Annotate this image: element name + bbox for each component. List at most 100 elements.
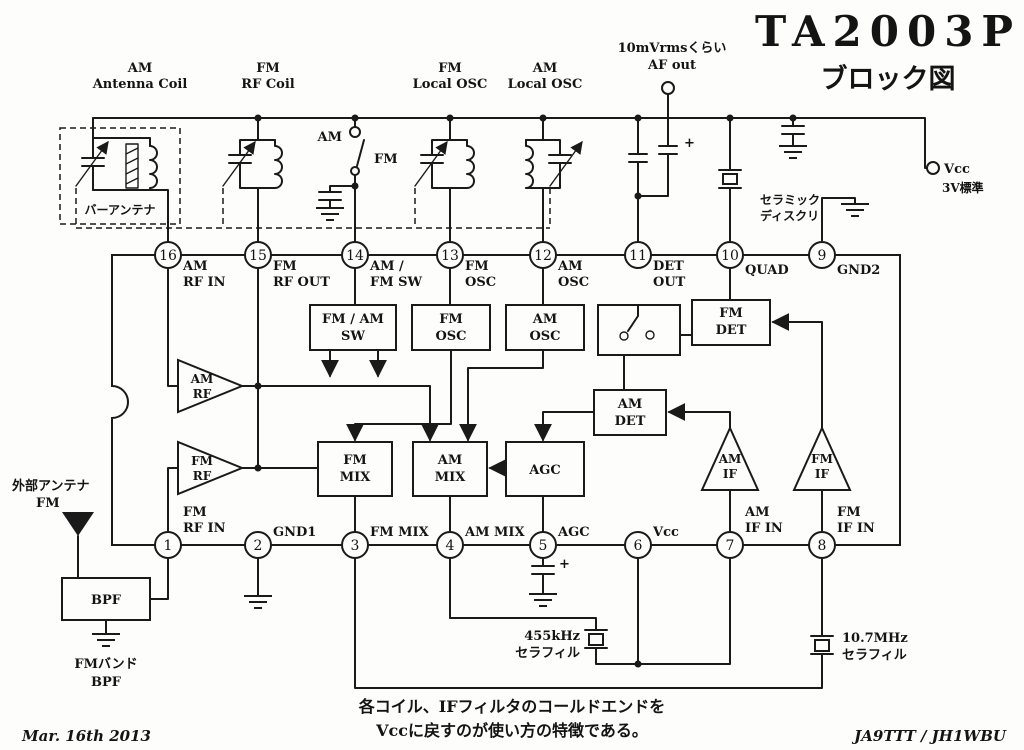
af-out-level-label: 10mVrmsくらい — [618, 41, 727, 56]
pin-6: 6 — [624, 531, 652, 559]
am-antenna-coil-circuit — [59, 117, 181, 243]
pin-13: 13 — [436, 241, 464, 269]
fm-local-osc-circuit — [420, 117, 475, 243]
pin5-label: AGC — [557, 525, 590, 540]
amp-label: AM — [190, 372, 214, 386]
pin-number: 16 — [159, 248, 177, 264]
pin2-label: GND1 — [273, 525, 316, 540]
amp-label: IF — [723, 467, 738, 481]
block-label: SW — [341, 329, 365, 344]
amp-fm-rf: FM RF — [177, 440, 245, 496]
agc-cap-external — [528, 557, 558, 607]
block-am-det: AM DET — [593, 389, 667, 436]
amp-fm-if: FM IF — [792, 425, 852, 491]
ground-symbol — [528, 593, 558, 607]
ic-pins-top: 16 15 14 13 12 11 10 9 — [154, 241, 836, 269]
block-label: FM / AM — [322, 312, 384, 327]
external-antenna-label: FM — [36, 496, 60, 511]
pin-9: 9 — [808, 241, 836, 269]
external-antenna-label: 外部アンテナ — [11, 478, 89, 494]
switch-contact-am — [349, 126, 361, 138]
block-label: AM — [617, 397, 642, 412]
af-out-label: AF out — [647, 58, 696, 73]
polarity-plus: + — [559, 557, 570, 572]
amp-label: FM — [191, 454, 213, 468]
pin1-label: RF IN — [183, 521, 226, 536]
pin-number: 14 — [346, 248, 364, 264]
credit-label: JA9TTT / JH1WBU — [851, 727, 1007, 745]
ceramic-filter-107-symbol — [814, 639, 830, 652]
pin-11: 11 — [624, 241, 652, 269]
pin16-label: RF IN — [183, 275, 226, 290]
block-fm-det: FM DET — [691, 299, 771, 346]
ic-outline — [111, 254, 901, 546]
am-osc-coil-symbol — [525, 139, 534, 189]
pin-number: 7 — [726, 538, 735, 554]
ground-symbol — [91, 633, 121, 647]
block-fm-am-sw: FM / AM SW — [309, 304, 397, 351]
pin7-label: AM — [744, 505, 769, 520]
fm-rf-coil-label: FM — [256, 61, 280, 76]
filter-107-label: 10.7MHz — [842, 631, 908, 646]
band-switch-am-label: AM — [317, 130, 342, 145]
switch-pivot — [350, 166, 360, 176]
gnd1-external — [243, 557, 273, 609]
tuning-gang-dashed-links — [75, 140, 583, 229]
fm-if-filter-circuit — [354, 557, 834, 689]
pin-16: 16 — [154, 241, 182, 269]
pin9-label: GND2 — [837, 263, 880, 278]
pin-number: 12 — [534, 248, 552, 264]
block-det-switch — [597, 304, 681, 356]
ceramic-discriminator-symbol — [722, 173, 738, 185]
pin-3: 3 — [341, 531, 369, 559]
pin8-label: IF IN — [837, 521, 875, 536]
amp-label: RF — [193, 469, 212, 483]
block-label: FM — [343, 453, 367, 468]
af-out-terminal — [661, 81, 675, 95]
ceramic-filter-455-symbol — [588, 633, 604, 646]
det-out-af-circuit — [628, 81, 678, 243]
pin7-label: IF IN — [745, 521, 783, 536]
block-fm-osc: FM OSC — [411, 304, 491, 351]
fm-local-osc-label: FM — [438, 61, 462, 76]
pin1-label: FM — [183, 505, 207, 520]
block-label: AM — [532, 312, 557, 327]
block-am-mix: AM MIX — [412, 441, 488, 497]
page-title: TA2003P — [755, 7, 1021, 56]
date-label: Mar. 16th 2013 — [21, 727, 151, 745]
pin16-label: AM — [182, 259, 207, 274]
bar-antenna-coil-symbol — [149, 145, 158, 191]
ground-symbol — [315, 207, 345, 221]
pin15-label: FM — [273, 259, 297, 274]
pin-1: 1 — [154, 531, 182, 559]
fm-rf-coil-symbol — [274, 139, 283, 189]
amp-label: IF — [815, 467, 830, 481]
filter-455-label: 455kHz — [524, 629, 580, 644]
vcc-bypass-cap — [778, 117, 808, 159]
pin-number: 2 — [254, 538, 263, 554]
amp-label: RF — [193, 387, 212, 401]
discriminator-label: ディスクリ — [760, 208, 819, 223]
bar-antenna-dashed-outline — [59, 127, 181, 225]
pin-8: 8 — [808, 531, 836, 559]
fm-rf-coil-circuit — [228, 117, 283, 243]
pin13-label: OSC — [465, 275, 496, 290]
am-if-filter-circuit — [449, 557, 731, 665]
pin4-label: AM MIX — [464, 525, 525, 540]
polarity-plus: + — [684, 136, 695, 151]
ic-pins-bottom: 1 2 3 4 5 6 7 8 — [154, 531, 836, 559]
pin12-label: OSC — [558, 275, 589, 290]
pin15-label: RF OUT — [273, 275, 330, 290]
pin13-label: FM — [465, 259, 489, 274]
block-label: AGC — [528, 463, 561, 478]
block-fm-mix: FM MIX — [317, 441, 393, 497]
pin14-label: AM / — [369, 259, 404, 274]
external-antenna-bpf — [61, 512, 169, 647]
filter-455-label: セラフィル — [515, 646, 580, 661]
pin-number: 10 — [721, 248, 739, 264]
pin6-label: Vcc — [652, 525, 679, 540]
ground-symbol — [243, 595, 273, 609]
am-local-osc-label: Local OSC — [508, 77, 583, 92]
